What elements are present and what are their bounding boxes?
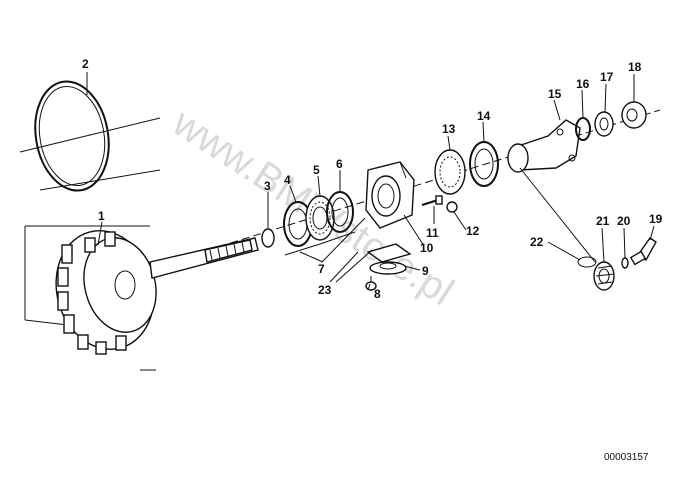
- joint-housing-10: [365, 161, 415, 229]
- bracket-9: [366, 243, 412, 275]
- output-drum: [24, 225, 157, 355]
- washer-20: [621, 257, 629, 269]
- callout-9: 9: [422, 264, 429, 278]
- bracket-7: [284, 231, 356, 256]
- nut-12: [446, 201, 458, 213]
- callout-6: 6: [336, 157, 343, 171]
- diagram-code: 00003157: [604, 452, 649, 463]
- needle-bearing-5: [305, 195, 335, 241]
- callout-14: 14: [477, 109, 491, 123]
- plug-screw-19: [629, 237, 657, 266]
- callout-15: 15: [548, 87, 562, 101]
- flange-shaft-15: [507, 119, 581, 173]
- cap-18: [621, 101, 647, 129]
- bearing-ring-14: [469, 141, 499, 187]
- callout-labels: 2 1 3 4 5 6 7 23 8 9 10 11 12 13 14 15 1…: [82, 57, 663, 301]
- bearing-17: [594, 111, 614, 137]
- callout-2: 2: [82, 57, 89, 71]
- callout-4: 4: [284, 173, 291, 187]
- callout-8: 8: [374, 287, 381, 301]
- callout-20: 20: [617, 214, 631, 228]
- callout-13: 13: [442, 122, 456, 136]
- callout-1: 1: [98, 209, 105, 223]
- callout-21: 21: [596, 214, 610, 228]
- callout-17: 17: [600, 70, 614, 84]
- callout-10: 10: [420, 241, 434, 255]
- callout-22: 22: [530, 235, 544, 249]
- callout-18: 18: [628, 60, 642, 74]
- callout-12: 12: [466, 224, 480, 238]
- callout-11: 11: [426, 226, 439, 240]
- snap-ring: [19, 80, 161, 192]
- callout-23: 23: [318, 283, 332, 297]
- leader-lower-assembly: [519, 167, 596, 263]
- callout-5: 5: [313, 163, 320, 177]
- o-ring-22: [577, 256, 597, 268]
- callout-16: 16: [576, 77, 590, 91]
- washer-3: [261, 228, 275, 248]
- callout-7: 7: [318, 262, 325, 276]
- output-shaft: [149, 237, 259, 279]
- drum-teeth: [57, 231, 127, 355]
- bushing-21: [593, 261, 615, 291]
- bolt-11: [421, 195, 443, 206]
- callout-19: 19: [649, 212, 663, 226]
- callout-3: 3: [264, 179, 271, 193]
- leader-lines: [86, 72, 655, 291]
- needle-bearing-13: [434, 149, 466, 195]
